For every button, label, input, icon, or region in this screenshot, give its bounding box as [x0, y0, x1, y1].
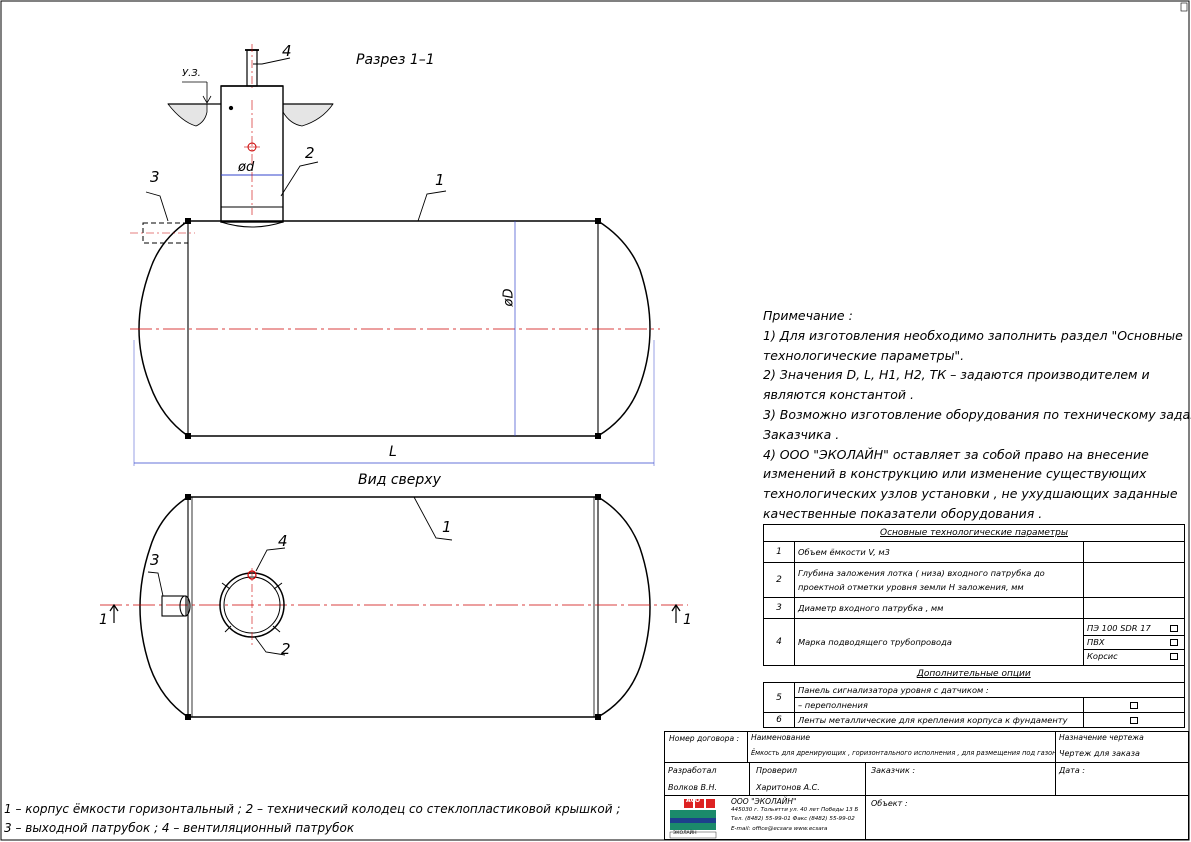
callout-3-top: 3 [150, 551, 160, 569]
options-header: Дополнительные опции [763, 665, 1185, 683]
table-row: 4 Марка подводящего трубопровода ПЭ 100 … [763, 618, 1185, 666]
callout-2-top: 2 [281, 640, 291, 658]
note-line: 3) Возможно изготовление оборудования по… [763, 406, 1191, 422]
top-view-title: Вид сверху [358, 472, 441, 488]
section-mark-left: 1 [99, 612, 108, 628]
dimension-d-label: ød [238, 160, 255, 175]
pipe-option[interactable]: Корсис [1084, 650, 1184, 663]
checkbox[interactable] [1130, 717, 1138, 724]
legend-line: 1 – корпус ёмкости горизонтальный ; 2 – … [4, 802, 621, 816]
checked-cell: Проверил Харитонов А.С. [749, 762, 866, 796]
note-line: технологических узлов установки , не уху… [763, 486, 1178, 502]
name-cell: Наименование Ёмкость для дренирующих , г… [747, 731, 1056, 763]
callout-1-section: 1 [435, 171, 445, 189]
legend-line: 3 – выходной патрубок ; 4 – вентиляционн… [4, 821, 355, 835]
contract-cell[interactable]: Номер договора : [664, 731, 748, 763]
company-logo [669, 799, 717, 839]
parameters-table: Основные технологические параметры 1 Объ… [763, 524, 1185, 728]
note-line: изменений в конструкцию или изменение су… [763, 466, 1147, 482]
table-row: 5 Панель сигнализатора уровня с датчиком… [763, 682, 1185, 713]
object-cell[interactable]: Объект : [865, 795, 1189, 840]
company-cell: ООО "ЭКОЛАЙН" 445030 г. Тольятти ул. 40 … [664, 795, 866, 840]
notes-block: Примечание : 1) Для изготовления необход… [763, 306, 1191, 524]
logo-subtext: ЭКОЛАЙН [673, 831, 697, 836]
callout-2-section: 2 [305, 144, 315, 162]
pipe-option[interactable]: ПЭ 100 SDR 17 [1084, 622, 1184, 636]
notes-heading: Примечание : [763, 308, 853, 323]
section-view [130, 44, 660, 466]
callout-4-section: 4 [282, 42, 292, 60]
dimension-L-label: L [389, 444, 397, 460]
pipe-options-cell: ПЭ 100 SDR 17 ПВХ Корсис [1083, 618, 1185, 666]
note-line: качественные показатели оборудования . [763, 505, 1043, 521]
note-line: технологические параметры". [763, 347, 965, 363]
pipe-option[interactable]: ПВХ [1084, 636, 1184, 650]
value-cell[interactable] [1083, 597, 1185, 619]
top-view [100, 494, 688, 720]
ground-level-mark: У.З. [182, 68, 201, 79]
customer-cell[interactable]: Заказчик : [865, 762, 1056, 796]
callout-1-top: 1 [442, 518, 452, 536]
main-params-header: Основные технологические параметры [763, 524, 1185, 542]
checkbox[interactable] [1170, 652, 1178, 660]
section-mark-right: 1 [683, 612, 692, 628]
developer-cell: Разработал Волков В.Н. [664, 762, 750, 796]
section-title: Разрез 1–1 [356, 52, 435, 68]
table-row: 2 Глубина заложения лотка ( низа) входно… [763, 562, 1185, 598]
note-line: являются константой . [763, 387, 914, 403]
checkbox[interactable] [1170, 624, 1178, 632]
checkbox[interactable] [1130, 702, 1138, 709]
callout-4-top: 4 [278, 532, 288, 550]
logo-text: ACO [686, 797, 701, 804]
note-line: 2) Значения D, L, H1, H2, ТК – задаются … [763, 367, 1150, 383]
table-row: 3 Диаметр входного патрубка , мм [763, 597, 1185, 619]
table-row: 1 Объем ёмкости V, м3 [763, 541, 1185, 563]
checkbox[interactable] [1170, 638, 1178, 646]
dimension-D-label: øD [501, 288, 517, 307]
note-line: Заказчика . [763, 426, 840, 442]
legend: 1 – корпус ёмкости горизонтальный ; 2 – … [4, 800, 620, 838]
value-cell[interactable] [1083, 562, 1185, 598]
callout-3-section: 3 [150, 168, 160, 186]
table-row: – переполнения [764, 697, 1185, 713]
note-line: 4) ООО "ЭКОЛАЙН" оставляет за собой прав… [763, 446, 1149, 462]
value-cell[interactable] [1083, 541, 1185, 563]
note-line: 1) Для изготовления необходимо заполнить… [763, 327, 1183, 343]
table-row: 6 Ленты металлические для крепления корп… [763, 712, 1185, 728]
purpose-cell: Назначение чертежа Чертеж для заказа [1055, 731, 1189, 763]
date-cell[interactable]: Дата : [1055, 762, 1189, 796]
